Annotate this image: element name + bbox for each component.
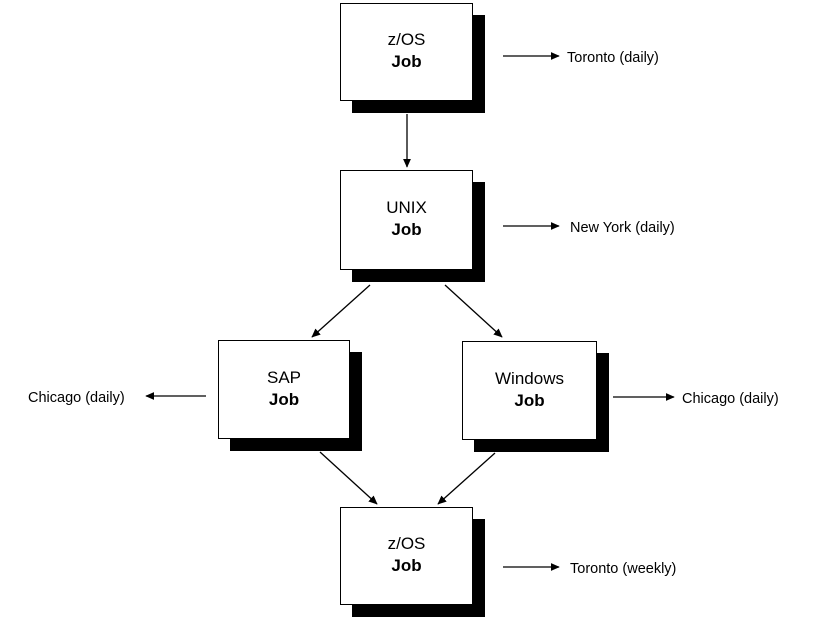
- node-sap[interactable]: SAP Job: [218, 340, 350, 439]
- label-arrows: [145, 52, 675, 571]
- node-type-unix: Job: [391, 220, 422, 240]
- node-label-zos-bottom: z/OS Job: [341, 533, 472, 578]
- node-zos-bottom[interactable]: z/OS Job: [340, 507, 473, 605]
- annotation-toronto-weekly: Toronto (weekly): [570, 561, 677, 577]
- node-type-zos-bottom: Job: [391, 556, 422, 576]
- node-type-windows: Job: [514, 391, 545, 411]
- annotation-chicago-right: Chicago (daily): [682, 391, 779, 407]
- node-platform-sap: SAP: [266, 368, 302, 387]
- node-platform-zos-bottom: z/OS: [387, 534, 426, 553]
- node-type-sap: Job: [268, 390, 300, 410]
- node-platform-unix: UNIX: [386, 198, 427, 217]
- annotation-chicago-left: Chicago (daily): [28, 390, 125, 406]
- node-platform-zos-top: z/OS: [387, 30, 426, 49]
- node-label-sap: SAP Job: [219, 367, 349, 412]
- windows-to-zos: [437, 452, 496, 505]
- node-type-zos-top: Job: [391, 52, 422, 72]
- node-platform-windows: Windows: [495, 369, 564, 388]
- sap-to-zos: [319, 451, 378, 505]
- node-label-zos-top: z/OS Job: [341, 29, 472, 74]
- annotation-toronto-daily: Toronto (daily): [567, 50, 659, 66]
- unix-to-sap: [311, 284, 371, 338]
- annotation-newyork-daily: New York (daily): [570, 220, 675, 236]
- node-unix[interactable]: UNIX Job: [340, 170, 473, 270]
- unix-to-windows: [444, 284, 503, 338]
- node-label-unix: UNIX Job: [341, 197, 472, 242]
- node-zos-top[interactable]: z/OS Job: [340, 3, 473, 101]
